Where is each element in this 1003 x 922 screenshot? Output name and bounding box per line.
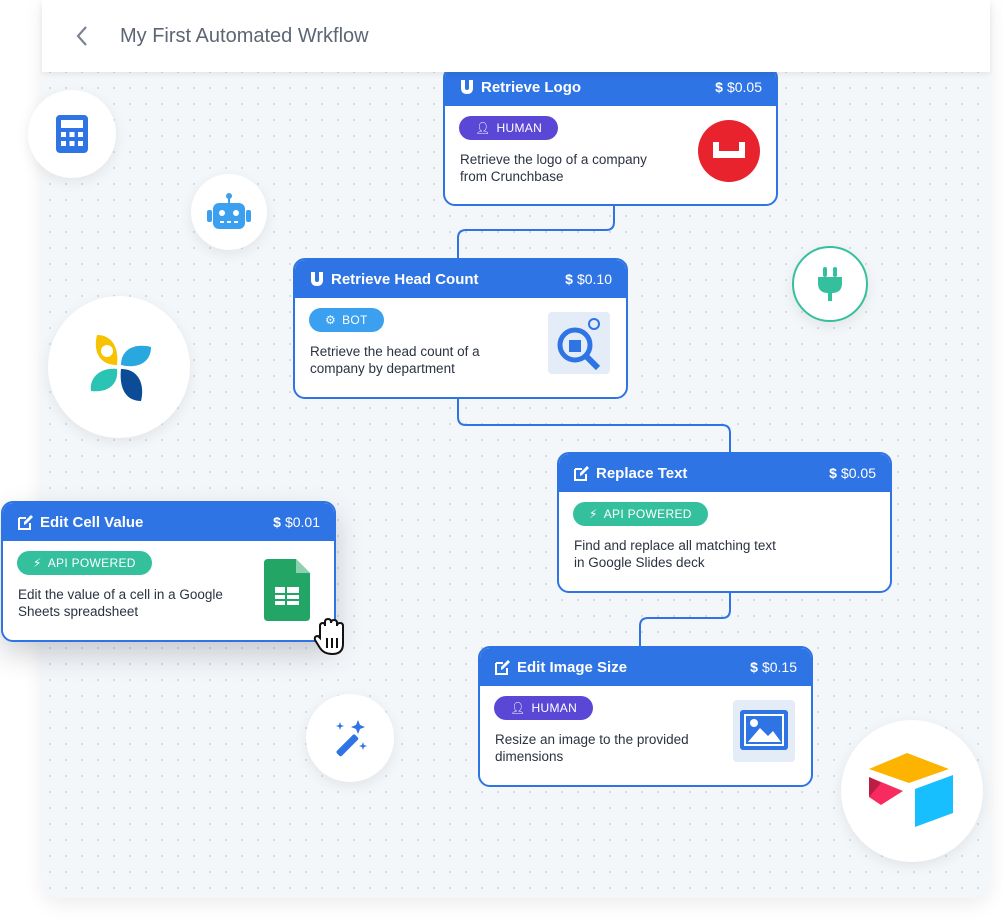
human-badge: 👤︎HUMAN (459, 116, 559, 140)
card-description: Retrieve the logo of a company from Crun… (460, 152, 647, 184)
magnet-icon (459, 79, 475, 95)
plug-icon: ⚡︎ (589, 507, 598, 521)
app-logo-circle (48, 296, 190, 438)
human-badge: 👤︎HUMAN (494, 696, 594, 720)
user-icon: 👤︎ (510, 701, 526, 715)
dollar-icon: $ (829, 465, 837, 481)
card-title: Retrieve Logo (481, 78, 582, 96)
plug-icon (818, 267, 842, 301)
card-description: Find and replace all matching text in Go… (574, 538, 776, 570)
robot-icon (207, 193, 251, 229)
card-description: Retrieve the head count of a company by … (310, 344, 480, 376)
bot-badge: ⚙BOT (309, 308, 384, 332)
plug-icon: ⚡︎ (33, 556, 42, 570)
edit-icon (494, 659, 511, 676)
card-title: Replace Text (596, 464, 688, 482)
dollar-icon: $ (715, 79, 723, 95)
card-title: Edit Cell Value (40, 513, 144, 531)
airtable-logo-icon (869, 753, 953, 827)
edit-icon (573, 465, 590, 482)
gear-icon: ⚙ (325, 313, 337, 327)
google-sheets-icon (256, 559, 318, 621)
api-powered-badge: ⚡︎API POWERED (573, 502, 708, 526)
card-price: $0.15 (761, 659, 797, 675)
card-price: $0.05 (726, 79, 762, 95)
step-card-edit-image-size[interactable]: Edit Image Size $$0.15 👤︎HUMAN Resize an … (478, 646, 813, 787)
magnet-icon (309, 271, 325, 287)
user-icon: 👤︎ (475, 121, 491, 135)
api-powered-badge: ⚡︎API POWERED (17, 551, 152, 575)
card-price: $0.01 (284, 514, 320, 530)
airtable-circle (841, 720, 983, 862)
calculator-icon (56, 115, 88, 153)
dollar-icon: $ (565, 271, 573, 287)
page-title: My First Automated Wrkflow (120, 24, 369, 47)
back-button[interactable] (68, 22, 96, 50)
chevron-left-icon (76, 26, 87, 46)
step-card-edit-cell-value[interactable]: Edit Cell Value $$0.01 ⚡︎API POWERED Edit… (1, 501, 336, 642)
card-description: Resize an image to the provided dimensio… (495, 732, 689, 764)
card-title: Retrieve Head Count (331, 270, 479, 288)
crunchbase-logo-icon (698, 120, 760, 182)
card-price: $0.10 (576, 271, 612, 287)
step-card-retrieve-logo[interactable]: Retrieve Logo $$0.05 👤︎HUMAN Retrieve the… (443, 66, 778, 206)
image-icon (733, 700, 795, 762)
hand-cursor-icon (312, 617, 352, 663)
calculator-circle (28, 90, 116, 178)
dollar-icon: $ (273, 514, 281, 530)
card-title: Edit Image Size (517, 658, 628, 676)
header-bar: My First Automated Wrkflow (42, 0, 990, 72)
card-description: Edit the value of a cell in a Google She… (18, 587, 223, 619)
card-price: $0.05 (840, 465, 876, 481)
magic-wand-circle (306, 694, 394, 782)
step-card-replace-text[interactable]: Replace Text $$0.05 ⚡︎API POWERED Find an… (557, 452, 892, 593)
plug-circle (792, 246, 868, 322)
edit-icon (17, 514, 34, 531)
dollar-icon: $ (750, 659, 758, 675)
magic-wand-icon (336, 720, 367, 757)
flower-logo-icon (90, 335, 151, 401)
headcount-search-icon (548, 312, 610, 374)
step-card-retrieve-head-count[interactable]: Retrieve Head Count $$0.10 ⚙BOT Retrieve … (293, 258, 628, 399)
robot-circle (191, 174, 267, 250)
